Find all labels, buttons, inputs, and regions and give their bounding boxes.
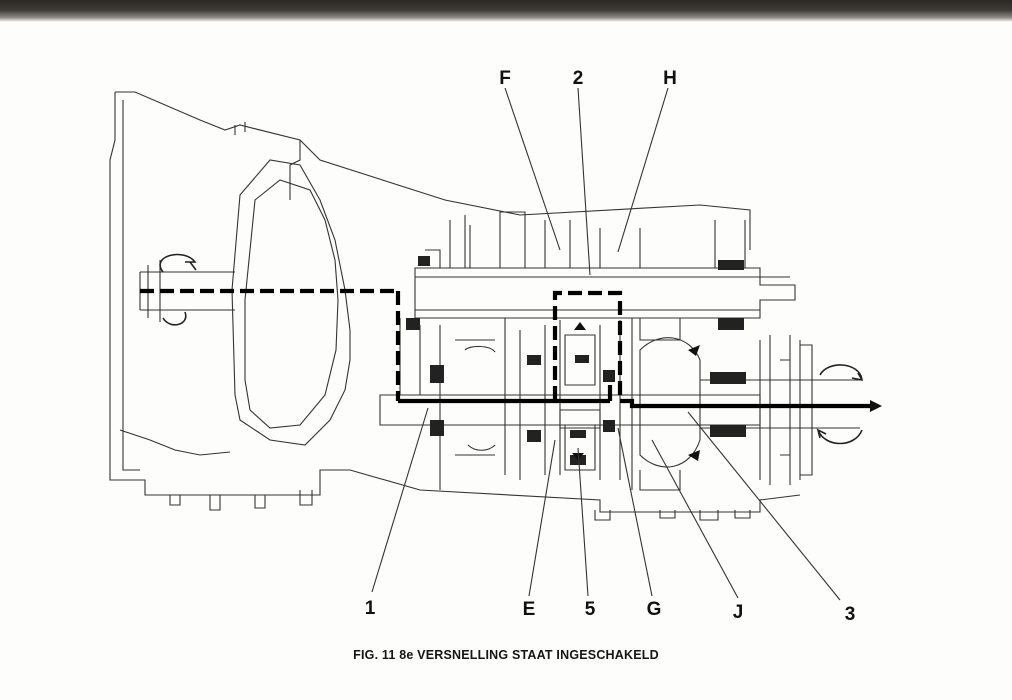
label-5: 5 (585, 599, 596, 620)
label-F: F (499, 68, 511, 89)
flow-arrowhead (870, 400, 882, 412)
label-3: 3 (845, 604, 856, 625)
callout-labels: F 2 H 1 E 5 G J 3 (365, 68, 856, 625)
label-J: J (733, 602, 744, 623)
label-2: 2 (573, 68, 584, 89)
power-flow-path (140, 288, 882, 412)
label-G: G (647, 599, 662, 620)
leader-lines (371, 87, 841, 601)
input-shaft (139, 253, 235, 326)
gearbox-housing (109, 91, 801, 521)
output-shaft (700, 335, 863, 485)
scan-top-edge (0, 0, 1012, 22)
counter-shaft-gears (406, 211, 796, 330)
label-H: H (663, 68, 677, 89)
label-E: E (523, 599, 536, 620)
figure-caption: FIG. 11 8e VERSNELLING STAAT INGESCHAKEL… (353, 648, 659, 662)
label-1: 1 (365, 598, 376, 619)
